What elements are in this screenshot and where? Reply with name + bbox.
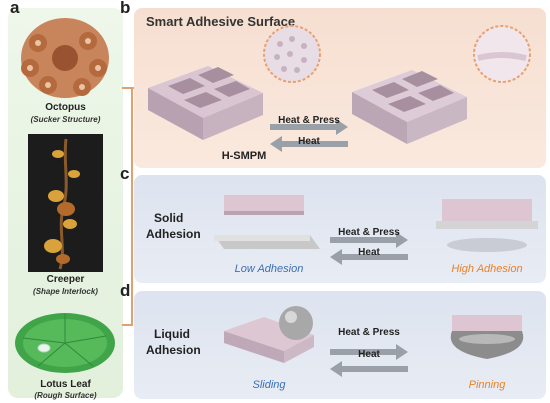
pinning-label: Pinning [468,379,506,391]
low-adhesion-label: Low Adhesion [234,263,304,275]
lotus-leaf-image [15,313,115,373]
lotus-sublabel: (Rough Surface) [34,391,97,400]
panel-c-arrows [330,232,408,265]
high-adhesion-image [436,199,538,252]
panel-c-label-line1: Solid [154,211,184,225]
panel-d-liquid-adhesion: Liquid Adhesion Sliding Heat & Press Hea… [134,291,546,399]
panel-d-label-line1: Liquid [154,327,190,341]
panel-label-c: c [120,164,130,183]
sliding-droplet-image [224,306,314,363]
pinning-droplet-image [450,315,524,359]
creeper-sublabel: (Shape Interlock) [33,287,98,296]
panel-d-backward-label: Heat [358,349,380,360]
panel-a-bioinspiration: Octopus (Sucker Structure) Creeper (Shap… [8,8,123,400]
panel-b-title: Smart Adhesive Surface [146,14,296,29]
panel-c-label-line2: Adhesion [146,227,201,241]
smooth-zoom-circle [473,25,531,83]
octopus-sublabel: (Sucker Structure) [30,115,101,124]
rough-block-image [148,66,263,140]
high-adhesion-label: High Adhesion [451,263,523,275]
low-adhesion-image [214,195,320,249]
octopus-label: Octopus [45,102,86,113]
panel-d-forward-label: Heat & Press [338,327,400,338]
panel-c-solid-adhesion: Solid Adhesion Low Adhesion Heat & Press… [134,175,546,283]
smooth-block-image [352,70,467,144]
panel-d-label-line2: Adhesion [146,343,201,357]
panel-d-arrows [330,344,408,377]
material-label: H-SMPM [221,150,267,162]
lotus-label: Lotus Leaf [40,379,91,390]
panel-b-smart-surface: Smart Adhesive Surface Heat & Press Heat… [134,8,546,168]
panel-c-backward-label: Heat [358,247,380,258]
panel-label-a: a [10,0,20,17]
creeper-label: Creeper [46,274,85,285]
panel-label-b: b [120,0,131,17]
creeper-image [28,134,103,272]
sliding-label: Sliding [252,379,286,391]
octopus-image [21,18,109,98]
panel-c-forward-label: Heat & Press [338,227,400,238]
rough-zoom-circle [263,25,321,83]
panel-label-d: d [120,281,131,300]
panel-b-arrows [270,119,348,152]
panel-b-backward-label: Heat [298,136,320,147]
panel-b-forward-label: Heat & Press [278,115,340,126]
